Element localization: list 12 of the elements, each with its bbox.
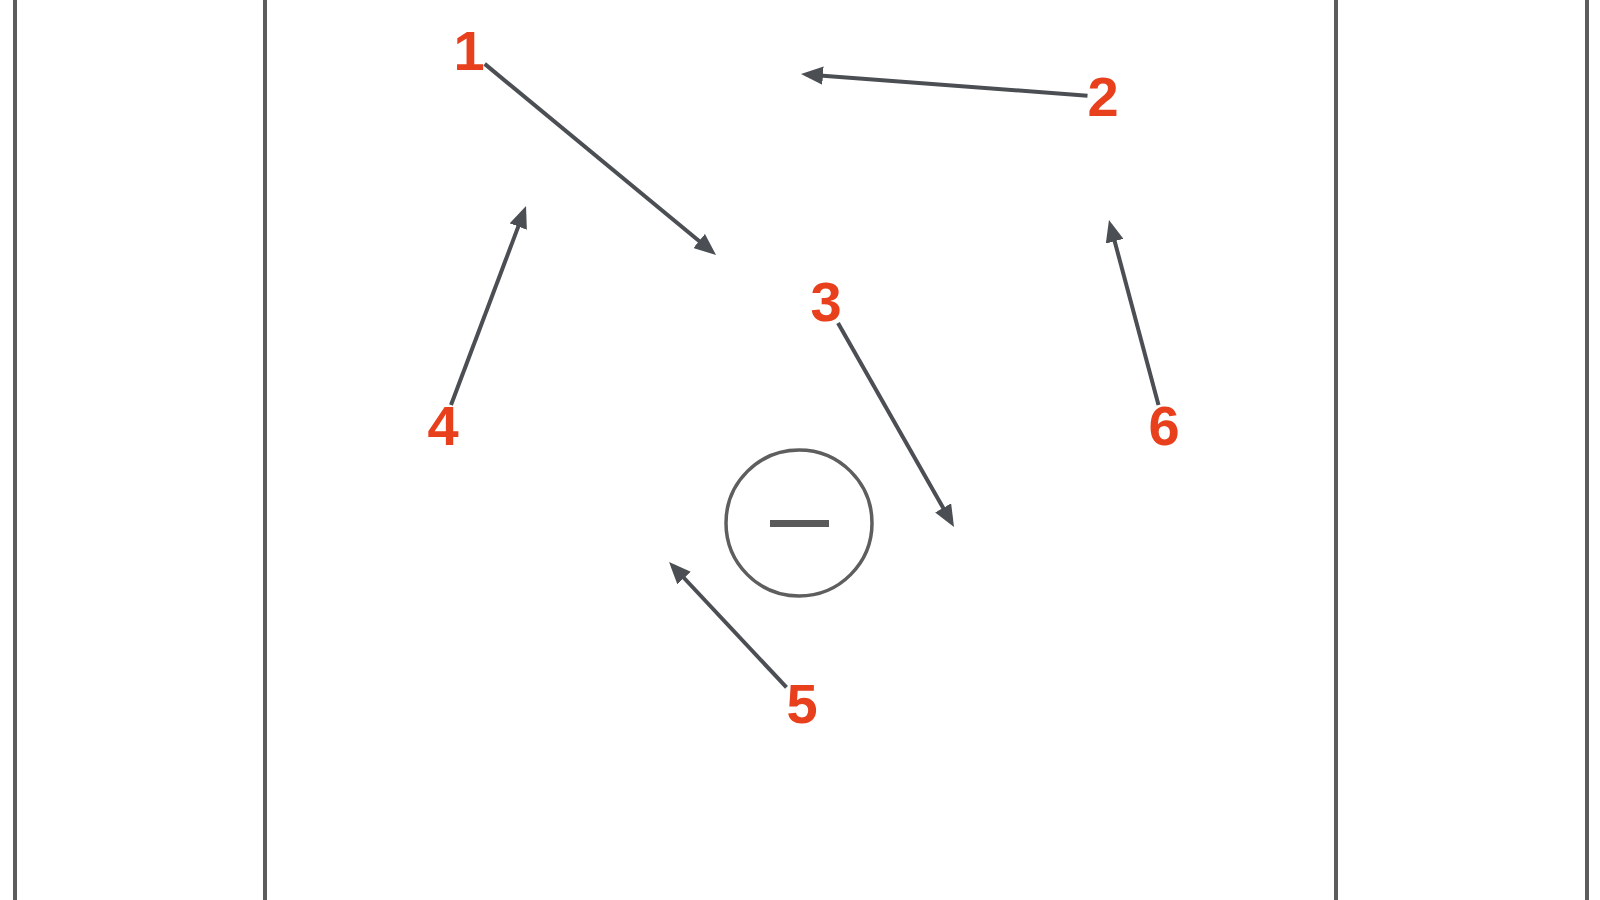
arrow	[801, 66, 1088, 98]
player-number: 6	[1148, 405, 1180, 447]
player-number: 3	[810, 281, 842, 323]
arrow	[449, 205, 527, 406]
player-number: 5	[786, 683, 818, 725]
player-number: 4	[427, 405, 459, 447]
arrow	[669, 562, 788, 689]
arrow	[1105, 220, 1161, 406]
arrow	[483, 62, 717, 255]
player-number: 2	[1087, 76, 1119, 118]
player-number: 1	[453, 30, 485, 72]
arrow	[836, 322, 954, 527]
